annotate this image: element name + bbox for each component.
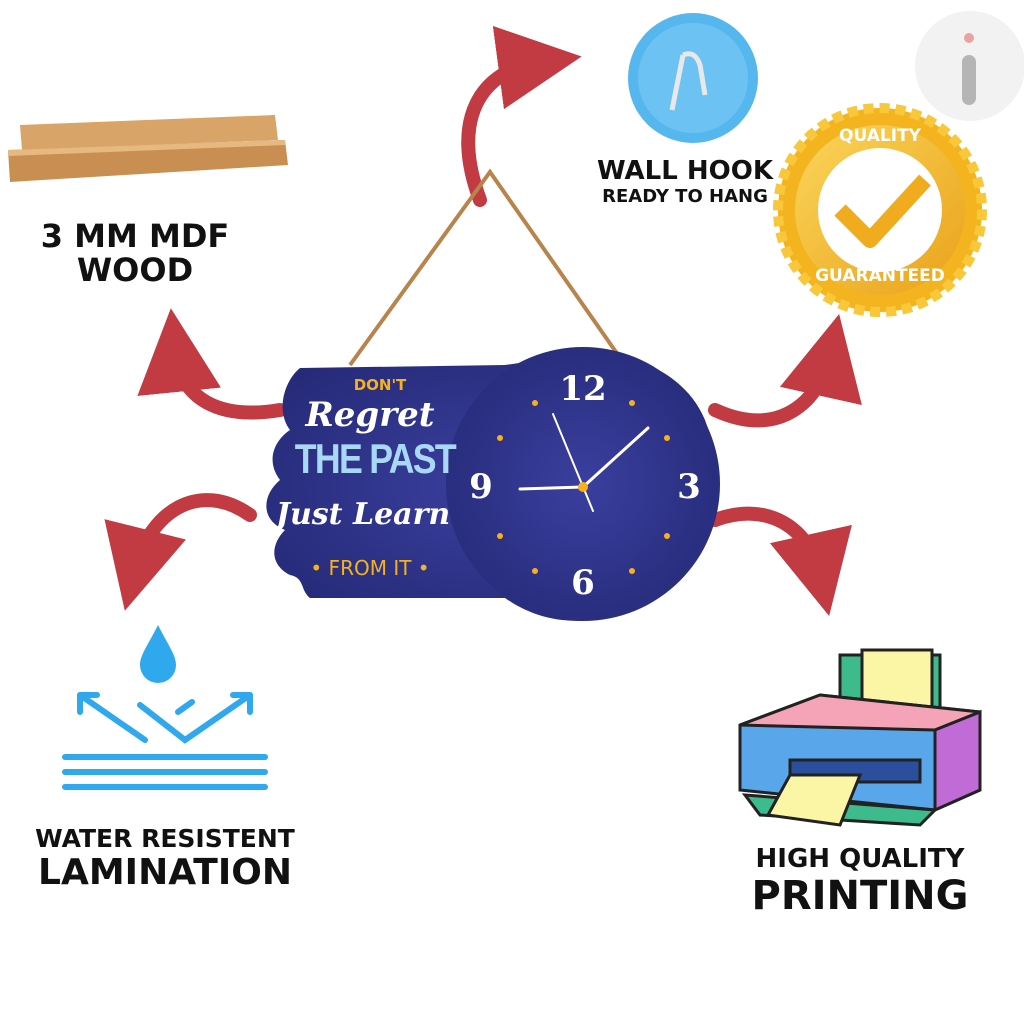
arrow-to-wood bbox=[137, 308, 287, 420]
quote-line-the-past: THE PAST bbox=[294, 435, 457, 482]
arrow-to-printing bbox=[708, 506, 852, 616]
quality-guaranteed-badge bbox=[773, 103, 987, 317]
numeral-6: 6 bbox=[571, 563, 595, 603]
printing-label-line2: PRINTING bbox=[751, 873, 969, 920]
hook-label: WALL HOOK READY TO HANG bbox=[585, 156, 785, 208]
quote-line-just-learn: Just Learn bbox=[275, 497, 451, 532]
wood-planks-icon bbox=[8, 115, 288, 182]
printing-label-line1: HIGH QUALITY bbox=[755, 844, 965, 874]
water-resistant-icon bbox=[62, 625, 268, 790]
numeral-9: 9 bbox=[469, 467, 493, 507]
brand-logo-icon bbox=[915, 11, 1024, 121]
clock-hour-dots bbox=[497, 400, 670, 574]
clock-hands bbox=[518, 413, 650, 512]
quote-line-dont: DON'T bbox=[353, 376, 407, 394]
arrow-to-wall-hook bbox=[461, 25, 582, 207]
quote-line-regret: Regret bbox=[305, 395, 435, 435]
hook-label-line1: WALL HOOK bbox=[597, 156, 773, 186]
hour-hand bbox=[518, 485, 585, 491]
printing-label: HIGH QUALITY PRINTING bbox=[735, 844, 985, 920]
water-label: WATER RESISTENT LAMINATION bbox=[20, 824, 310, 894]
second-hand bbox=[552, 413, 594, 512]
hanging-rope bbox=[348, 168, 632, 374]
printer-icon bbox=[738, 648, 982, 827]
wood-label-line2: WOOD bbox=[76, 250, 194, 289]
wall-hook-icon bbox=[628, 13, 758, 143]
wood-label-line1: 3 MM MDF bbox=[40, 217, 230, 255]
quote-line-from-it: • FROM IT • bbox=[310, 556, 430, 580]
numeral-12: 12 bbox=[559, 369, 607, 409]
minute-hand bbox=[581, 426, 650, 489]
water-label-line2: LAMINATION bbox=[38, 852, 292, 894]
badge-top-text: QUALITY bbox=[839, 126, 921, 146]
badge-bottom-text: GUARANTEED bbox=[815, 266, 945, 286]
water-label-line1: WATER RESISTENT bbox=[35, 824, 295, 853]
wood-label: 3 MM MDF WOOD bbox=[20, 217, 250, 289]
red-arrows bbox=[104, 25, 862, 616]
arrow-to-quality bbox=[708, 314, 862, 428]
arrow-to-water bbox=[104, 493, 257, 611]
hook-label-line2: READY TO HANG bbox=[602, 186, 768, 208]
numeral-3: 3 bbox=[677, 467, 701, 507]
